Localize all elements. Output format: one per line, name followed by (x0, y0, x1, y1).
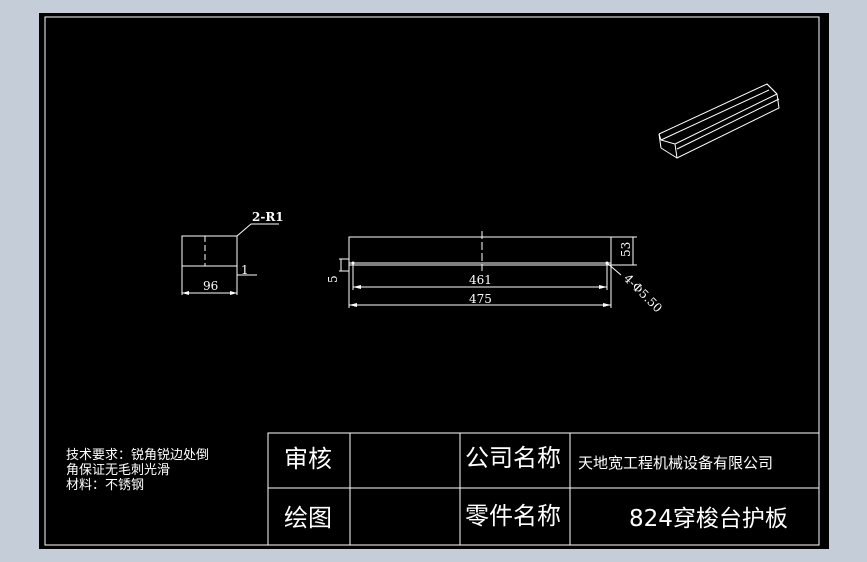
company-label: 公司名称 (465, 444, 561, 472)
holes-dimension: 4-Φ5.50 (621, 271, 665, 315)
part-name: 824穿梭台护板 (629, 506, 788, 532)
technical-notes: 技术要求：锐角锐边处倒 角保证无毛刺光滑 材料：不锈钢 (66, 448, 209, 493)
title-block: 审核 绘图 公司名称 零件名称 天地宽工程机械设备有限公司 824穿梭台护板 (267, 432, 820, 546)
drawing-sheet: 2-R1 1 96 53 5 461 (39, 13, 829, 549)
front-view: 53 5 461 475 4-Φ5.50 (326, 231, 665, 315)
notes-line-2: 角保证无毛刺光滑 (66, 463, 170, 478)
notes-line-3: 材料：不锈钢 (66, 478, 144, 493)
height-dimension: 53 (619, 242, 633, 257)
radius-dimension: 2-R1 (252, 210, 284, 224)
hole-spacing-dimension: 461 (469, 273, 492, 287)
overall-length-dimension: 475 (469, 292, 492, 306)
notes-line-1: 技术要求：锐角锐边处倒 (66, 448, 209, 463)
part-label: 零件名称 (465, 502, 561, 530)
hole-offset-dimension: 5 (326, 275, 340, 283)
thickness-dimension: 1 (241, 263, 249, 277)
side-view: 2-R1 1 96 (181, 210, 284, 295)
review-label: 审核 (284, 445, 332, 473)
isometric-view (658, 83, 780, 159)
drawing-canvas: 2-R1 1 96 53 5 461 (44, 16, 820, 546)
draw-label: 绘图 (284, 504, 332, 532)
company-name: 天地宽工程机械设备有限公司 (578, 454, 773, 472)
side-width-dimension: 96 (203, 279, 218, 293)
